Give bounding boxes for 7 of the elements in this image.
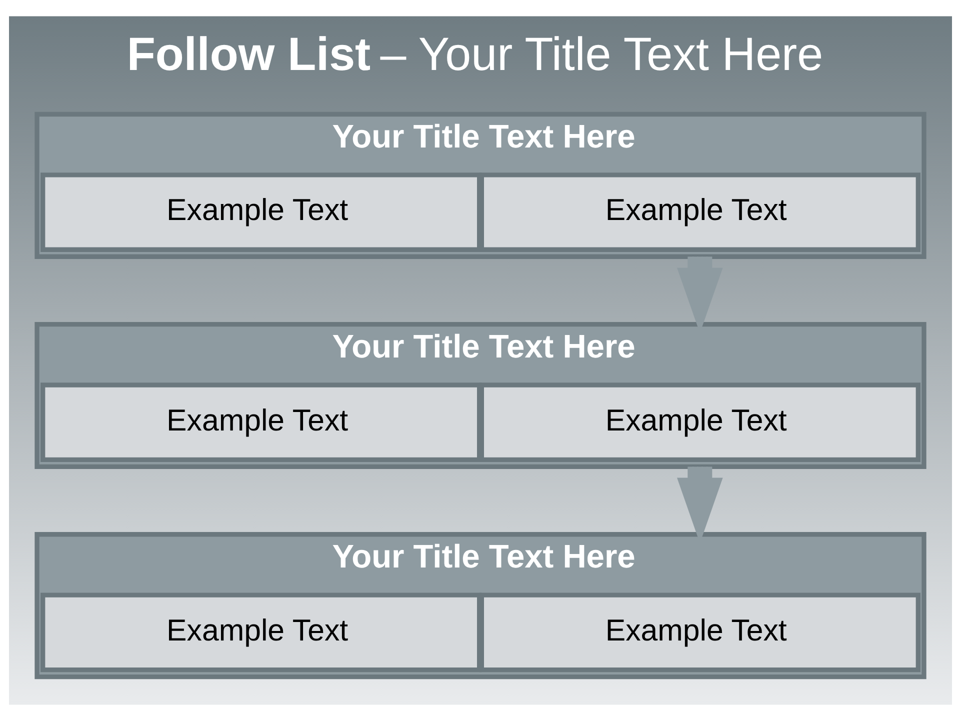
node-box: Example Text bbox=[40, 382, 482, 462]
node-box: Example Text bbox=[40, 172, 482, 252]
node-box: Example Text bbox=[478, 382, 920, 462]
diagram-title: Follow List – Your Title Text Here bbox=[126, 27, 823, 80]
node-box: Example Text bbox=[478, 172, 920, 252]
node-box: Example Text bbox=[40, 592, 482, 672]
node-box: Example Text bbox=[478, 592, 920, 672]
